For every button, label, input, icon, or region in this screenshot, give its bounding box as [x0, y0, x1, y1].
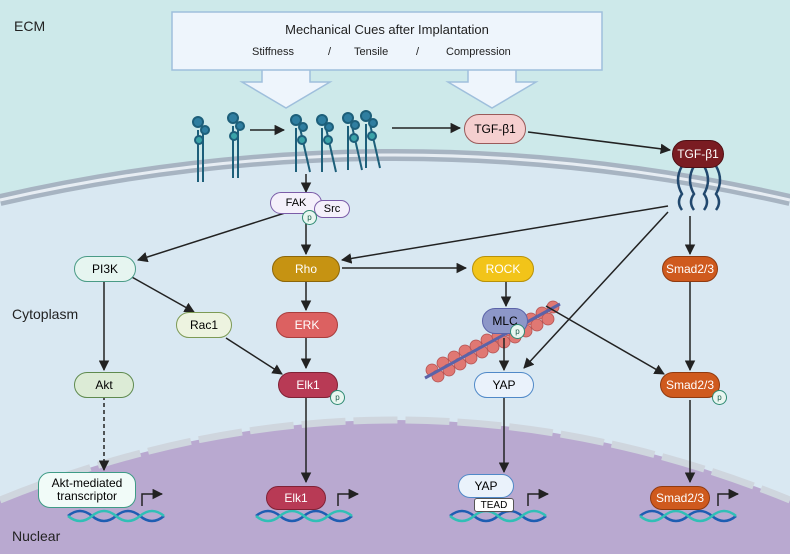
- cue-stiffness: Stiffness: [252, 46, 294, 58]
- smad23-phospho-node: Smad2/3: [660, 372, 720, 398]
- cue-separator-2: /: [416, 46, 420, 58]
- dna-helix-akt: [67, 509, 165, 523]
- elk1-nuclear-node: Elk1: [266, 486, 326, 510]
- dna-helix-yap: [449, 509, 547, 523]
- yap-nuclear-node: YAP: [458, 474, 514, 498]
- cue-separator-1: /: [328, 46, 332, 58]
- akt-mediated-transcriptor-node: Akt-mediated transcriptor: [38, 472, 136, 508]
- pathway-arrows: [98, 122, 696, 484]
- cue-tensile: Tensile: [354, 46, 389, 58]
- elk1-cytoplasm-node: Elk1: [278, 372, 338, 398]
- src-node: Src: [314, 200, 350, 218]
- integrin-receptors-inactive: [192, 112, 245, 182]
- tead-node: TEAD: [474, 498, 514, 512]
- smad23-nuclear-node: Smad2/3: [650, 486, 710, 510]
- cue-compression: Compression: [446, 46, 511, 58]
- nuclear-envelope: [0, 416, 790, 504]
- akt-node: Akt: [74, 372, 134, 398]
- transcription-arrows: [141, 488, 740, 506]
- elk1-phospho: p: [330, 390, 345, 405]
- nucleus-region: [0, 420, 790, 554]
- integrin-receptors-active: [290, 110, 381, 173]
- banner-box: [171, 11, 603, 71]
- rock-node: ROCK: [472, 256, 534, 282]
- smad23-phospho: p: [712, 390, 727, 405]
- ecm-label: ECM: [14, 18, 46, 34]
- cytoplasm-label: Cytoplasm: [12, 306, 79, 322]
- banner-title: Mechanical Cues after Implantation: [285, 22, 489, 37]
- tgf-beta1-receptor-label: TGF-β1: [672, 140, 724, 168]
- tgf-beta1-ligand: TGF-β1: [464, 114, 526, 144]
- dna-helix-elk1: [255, 509, 353, 523]
- dna-helix-smad: [639, 509, 737, 523]
- rho-node: Rho: [272, 256, 340, 282]
- fak-node: FAK: [270, 192, 322, 214]
- nuclear-label: Nuclear: [12, 528, 61, 544]
- erk-node: ERK: [276, 312, 338, 338]
- rac1-node: Rac1: [176, 312, 232, 338]
- pi3k-node: PI3K: [74, 256, 136, 282]
- myosin-filament: [424, 302, 561, 380]
- tgf-receptor-icon: [676, 165, 722, 211]
- fak-phospho: p: [302, 210, 317, 225]
- mlc-phospho: p: [510, 324, 525, 339]
- actin-filament-icon: [425, 300, 560, 383]
- cell-membrane-inner: [0, 153, 790, 202]
- yap-cytoplasm-node: YAP: [474, 372, 534, 398]
- smad23-cytoplasm-node: Smad2/3: [662, 256, 718, 282]
